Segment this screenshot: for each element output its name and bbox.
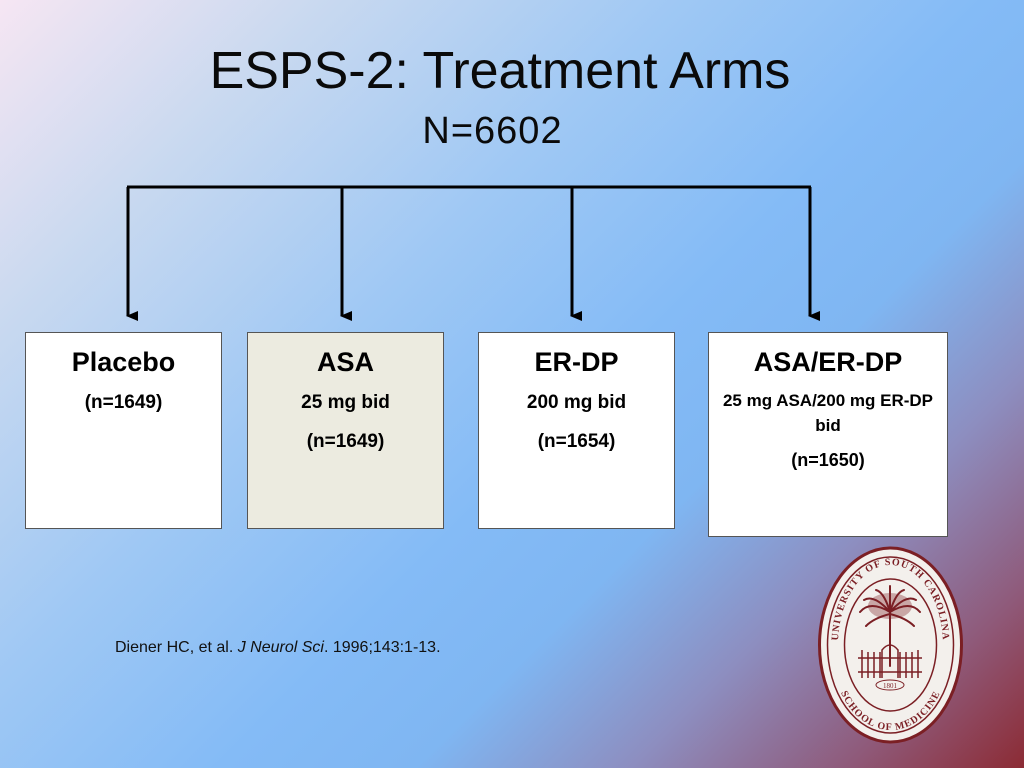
usc-school-of-medicine-seal-logo: UNIVERSITY OF SOUTH CAROLINA SCHOOL OF M… [818,546,963,744]
citation-journal: J Neurol Sci [237,639,324,656]
citation-authors: Diener HC, et al. [115,639,234,656]
arm-name: Placebo [71,347,176,377]
arm-name: ASA/ER-DP [753,347,903,377]
citation: Diener HC, et al. J Neurol Sci. 1996;143… [115,639,441,657]
arm-box-asa: ASA 25 mg bid (n=1649) [247,332,444,529]
arm-n: (n=1650) [791,450,865,470]
arm-name: ASA [316,347,374,377]
arm-name: ER-DP [534,347,619,377]
arm-box-asa-er-dp: ASA/ER-DP 25 mg ASA/200 mg ER-DP bid (n=… [708,332,948,537]
arm-dose: 25 mg ASA/200 mg ER-DP bid [722,391,934,435]
arm-n: (n=1654) [537,431,616,452]
branch-connector [126,185,820,321]
arm-dose: 200 mg bid [526,392,627,413]
citation-details: . 1996;143:1-13. [323,639,441,656]
seal-year: 1801 [883,682,898,690]
arm-box-er-dp: ER-DP 200 mg bid (n=1654) [478,332,675,529]
arm-n: (n=1649) [84,392,163,413]
slide-subtitle: N=6602 [422,110,563,152]
arm-dose: 25 mg bid [301,392,390,413]
arm-n: (n=1649) [306,431,385,452]
slide-title: ESPS-2: Treatment Arms [209,42,791,100]
arm-box-placebo: Placebo (n=1649) [25,332,222,529]
